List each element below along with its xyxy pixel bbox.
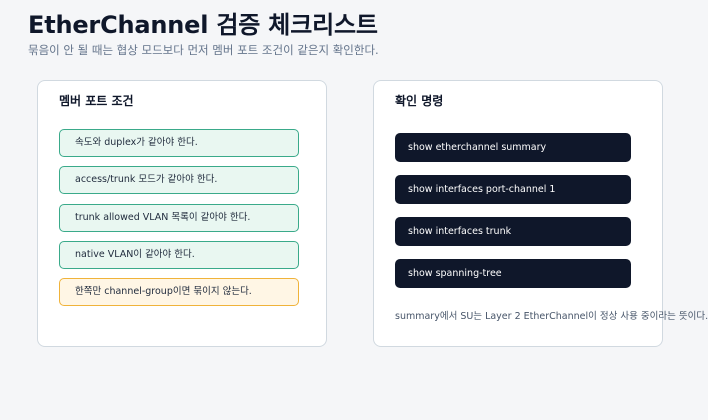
command-interfaces-port-channel: show interfaces port-channel 1 <box>395 175 631 204</box>
verify-commands-card: 확인 명령 show etherchannel summary show int… <box>373 80 708 347</box>
condition-allowed-vlan: trunk allowed VLAN 목록이 같아야 한다. <box>59 204 299 232</box>
page-subtitle: 묶음이 안 될 때는 협상 모드보다 먼저 멤버 포트 조건이 같은지 확인한다… <box>28 43 379 57</box>
member-conditions-title: 멤버 포트 조건 <box>59 94 134 108</box>
verify-commands-title: 확인 명령 <box>395 94 444 108</box>
page-title: EtherChannel 검증 체크리스트 <box>28 11 378 39</box>
command-spanning-tree: show spanning-tree <box>395 259 631 288</box>
summary-note: summary에서 SU는 Layer 2 EtherChannel이 정상 사… <box>395 311 708 322</box>
condition-native-vlan: native VLAN이 같아야 한다. <box>59 241 299 269</box>
command-etherchannel-summary: show etherchannel summary <box>395 133 631 162</box>
condition-access-trunk-mode: access/trunk 모드가 같아야 한다. <box>59 166 299 194</box>
condition-speed-duplex: 속도와 duplex가 같아야 한다. <box>59 129 299 157</box>
member-conditions-card: 멤버 포트 조건 속도와 duplex가 같아야 한다. access/trun… <box>37 80 327 347</box>
condition-channel-group-warning: 한쪽만 channel-group이면 묶이지 않는다. <box>59 278 299 306</box>
command-interfaces-trunk: show interfaces trunk <box>395 217 631 246</box>
